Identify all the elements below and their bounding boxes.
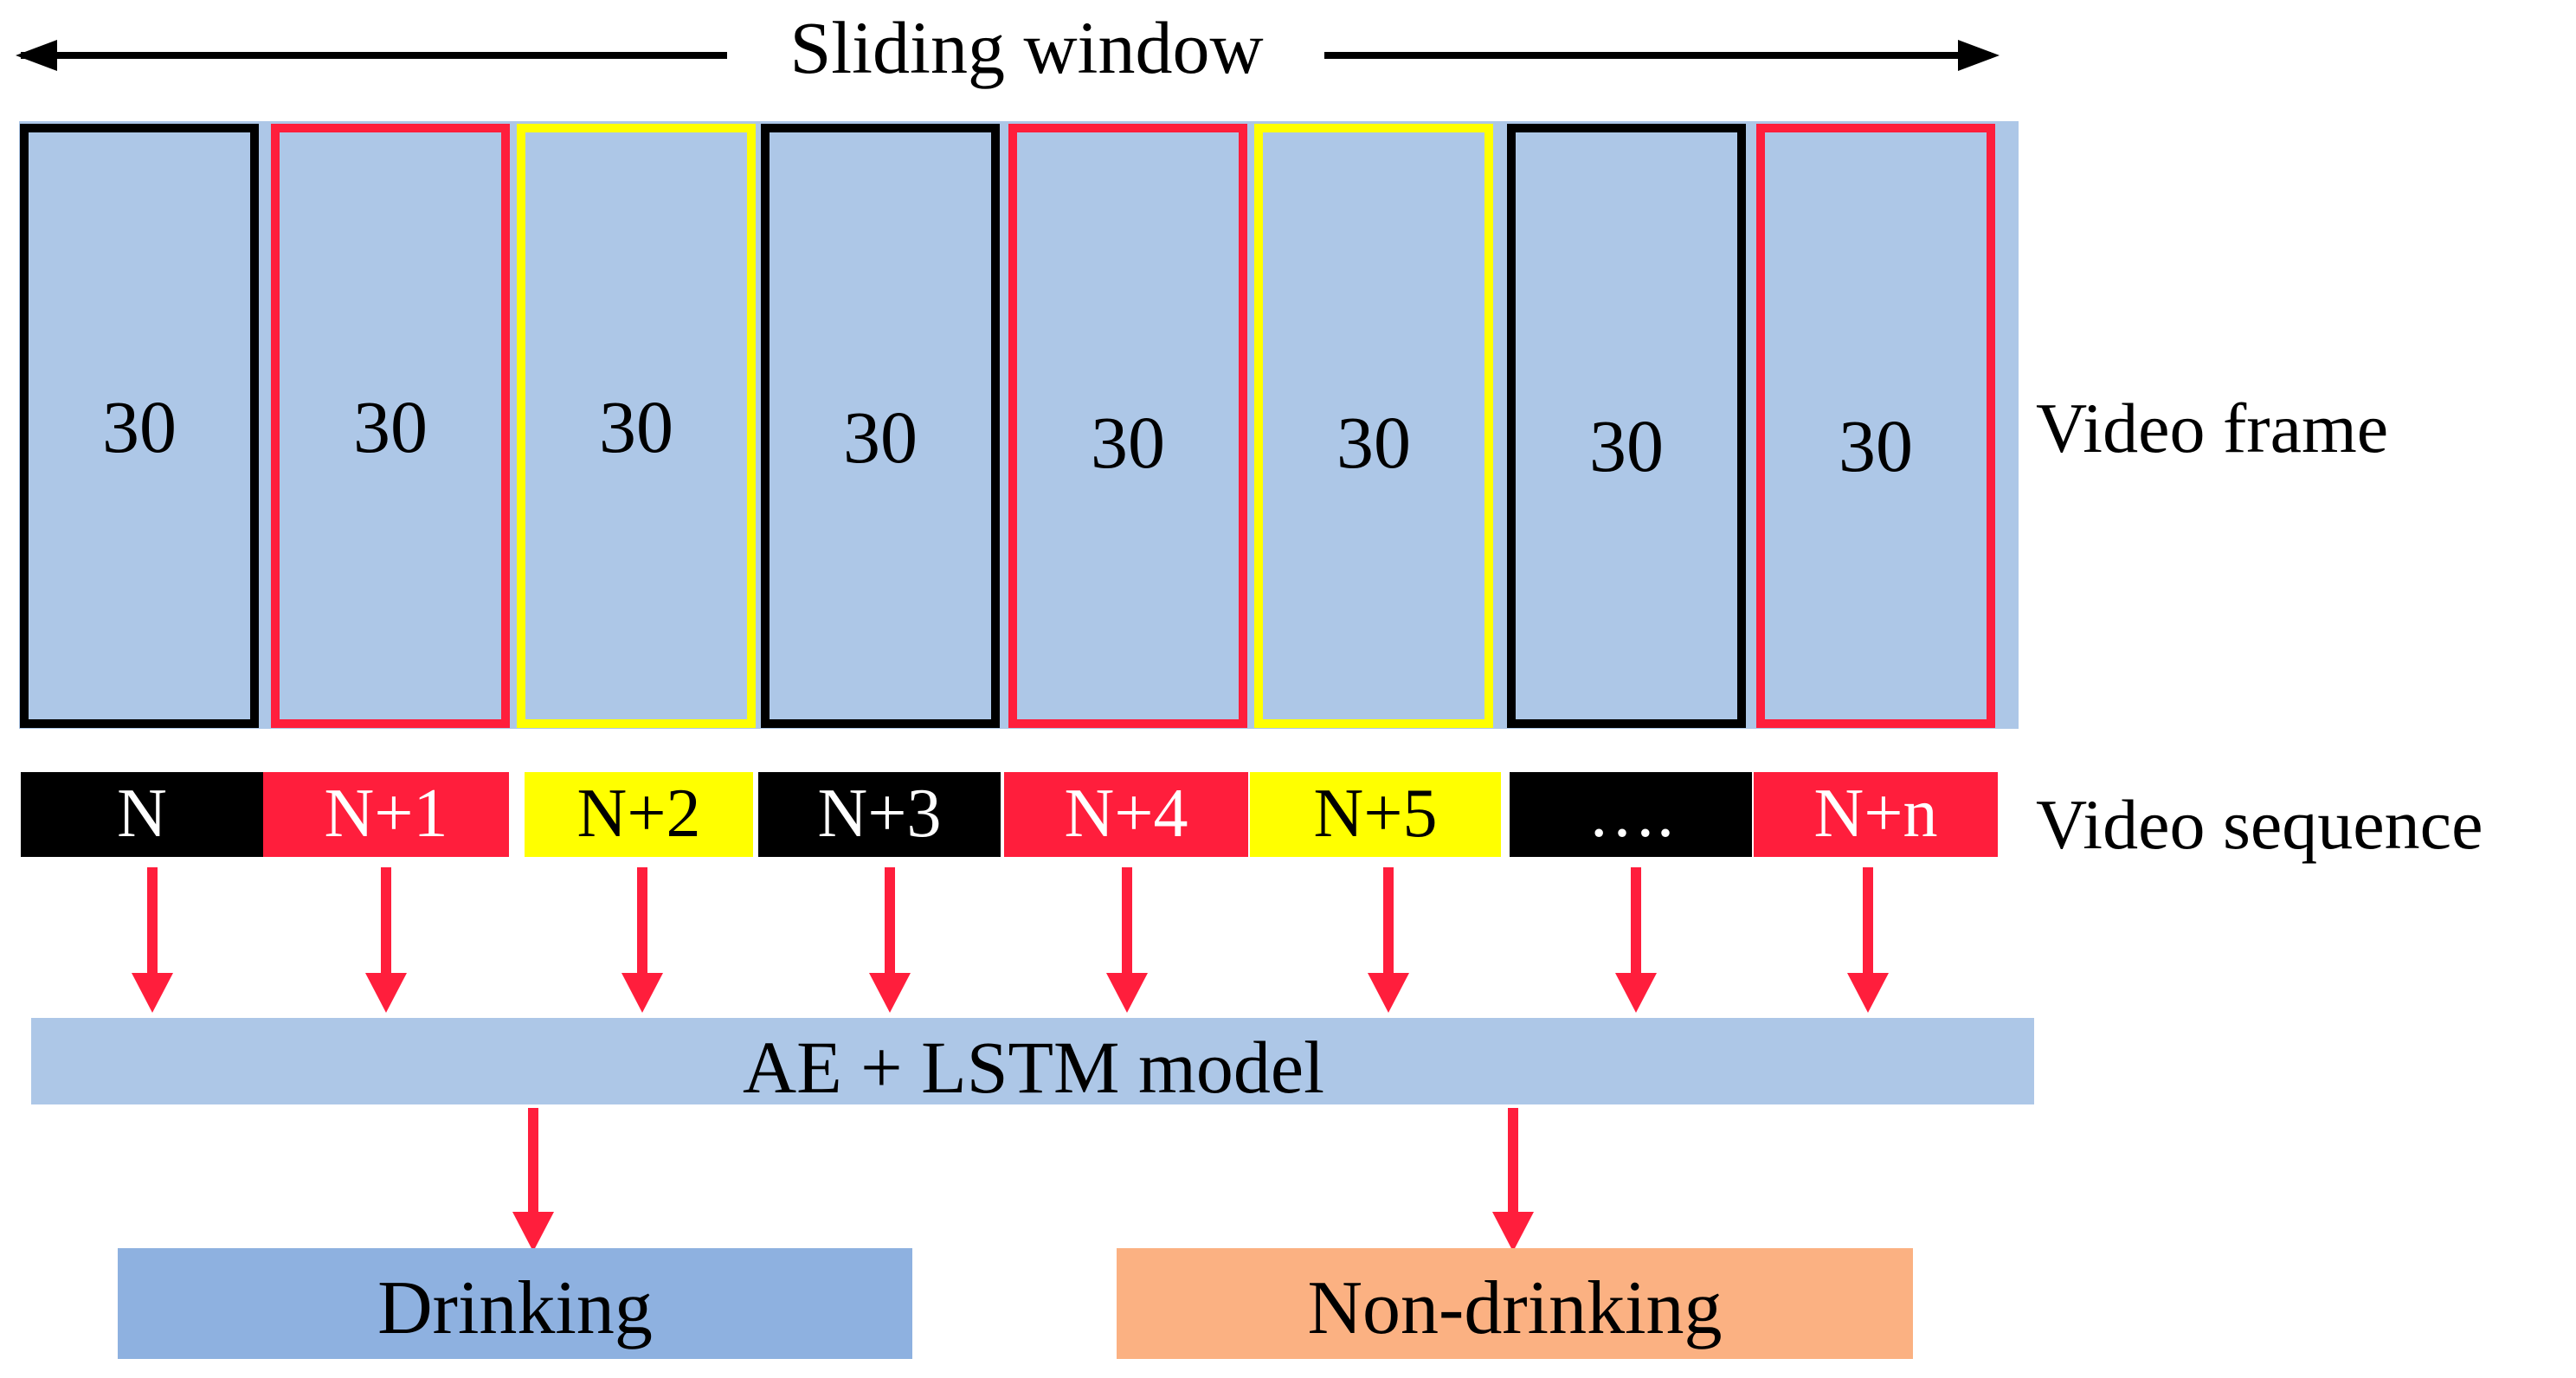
video-frame-4 [761,124,1000,728]
sequence-block-3 [525,772,753,857]
sliding-window-label: Sliding window [789,6,1263,89]
sequence-label-6: N+5 [1314,776,1438,852]
video-frame-count-1: 30 [102,385,177,468]
sequence-arrowhead-3 [621,973,663,1013]
sequence-arrowhead-8 [1847,973,1889,1013]
sequence-label-4: N+3 [818,776,942,852]
sequence-label-1: N [117,776,167,852]
sequence-label-5: N+4 [1065,776,1188,852]
sequence-arrowhead-2 [365,973,407,1013]
sequence-block-1 [21,772,263,857]
video-frames: 30 30 30 30 30 30 30 30 [20,124,1995,728]
video-frame-count-2: 30 [353,385,428,468]
sequence-label-8: N+n [1814,776,1938,852]
model-label: AE + LSTM model [743,1026,1324,1109]
output-arrowhead-drinking [512,1212,554,1252]
drinking-label: Drinking [377,1266,653,1350]
sequence-arrows [132,867,1889,1013]
video-frame-count-3: 30 [599,385,673,468]
video-frame-5 [1008,124,1247,728]
drinking-box [118,1248,912,1359]
video-frame-count-7: 30 [1589,404,1664,487]
video-frame-count-8: 30 [1839,404,1913,487]
sequence-block-4 [758,772,1001,857]
sequence-block-8 [1754,772,1998,857]
video-frame-label: Video frame [2036,389,2388,467]
model-box [31,1018,2034,1104]
output-arrowhead-non-drinking [1492,1212,1534,1252]
video-frame-6 [1254,124,1493,728]
video-frame-1 [20,124,259,728]
sequence-label-3: N+2 [577,776,701,852]
sequence-arrowhead-7 [1615,973,1657,1013]
video-frame-count-5: 30 [1091,401,1165,484]
video-frame-3 [517,124,756,728]
sequence-arrowhead-4 [869,973,911,1013]
sequence-arrowhead-5 [1106,973,1148,1013]
video-sequence: N N+1 N+2 N+3 N+4 N+5 …. N+n [21,772,1998,857]
sequence-block-2 [263,772,509,857]
sequence-label-7: …. [1587,776,1674,852]
sequence-arrowhead-1 [132,973,173,1013]
video-frame-2 [271,124,510,728]
sequence-arrowhead-6 [1368,973,1409,1013]
video-frame-count-4: 30 [843,396,918,479]
video-frame-count-6: 30 [1336,401,1411,484]
non-drinking-box [1117,1248,1913,1359]
video-frame-8 [1756,124,1995,728]
sliding-window-arrowhead-left [16,40,57,71]
sliding-window-arrow: Sliding window [16,6,2000,89]
video-sequence-label: Video sequence [2036,785,2483,864]
sequence-label-2: N+1 [325,776,448,852]
sequence-block-5 [1004,772,1248,857]
sliding-window-arrowhead-right [1958,40,2000,71]
sequence-block-6 [1250,772,1501,857]
sequence-block-7 [1510,772,1752,857]
output-arrows [512,1108,1534,1252]
video-frame-7 [1507,124,1746,728]
non-drinking-label: Non-drinking [1307,1266,1722,1350]
